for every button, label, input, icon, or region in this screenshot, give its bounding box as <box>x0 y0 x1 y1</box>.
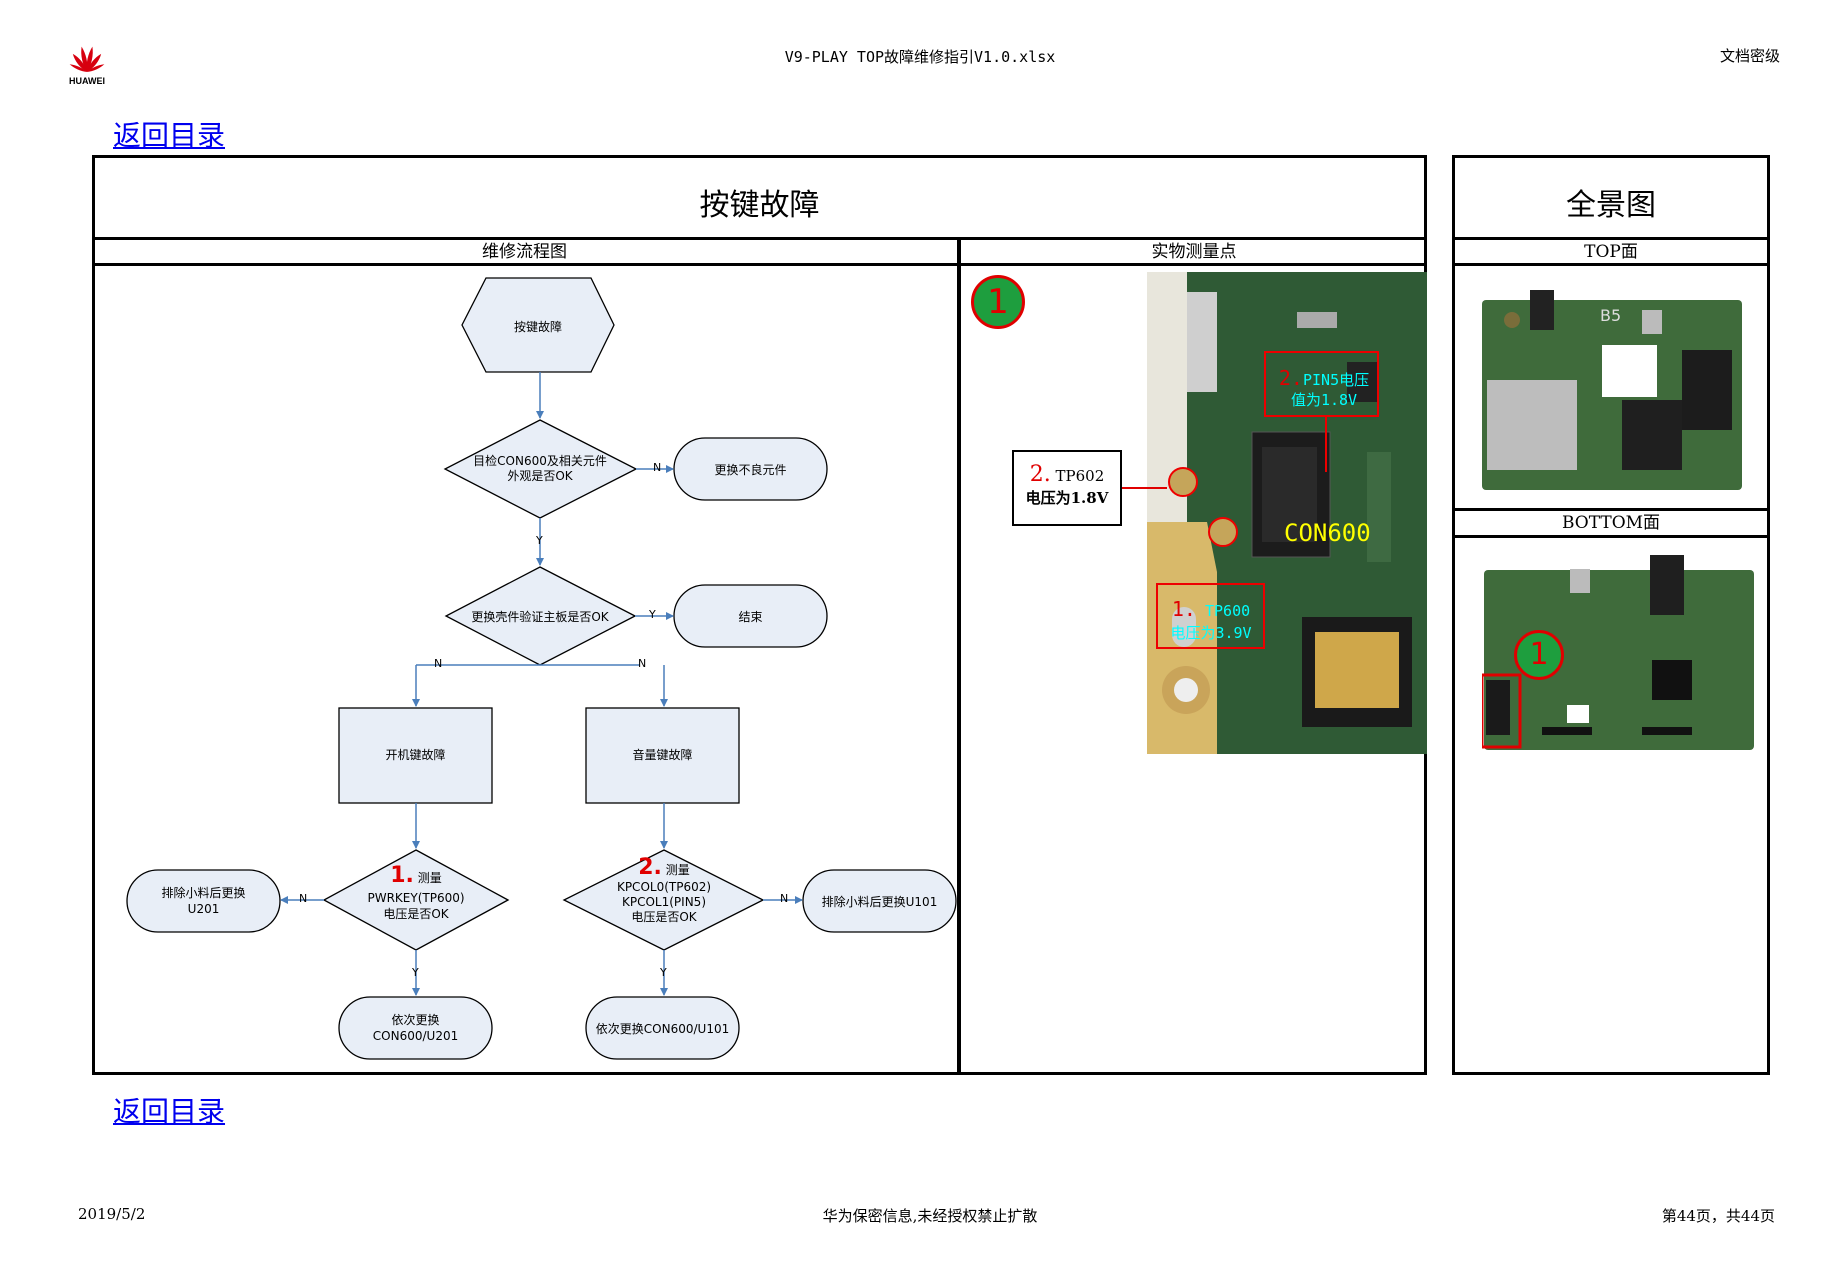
classification: 文档密级 <box>1719 47 1780 65</box>
huawei-logo-icon <box>69 46 105 72</box>
remove1-label: 排除小料后更换 U201 <box>127 885 280 917</box>
remove2-label: 排除小料后更换U101 <box>821 895 938 909</box>
pin5-line1: 2.PIN5电压 <box>1268 368 1380 390</box>
pin5-text: PIN5电压 <box>1302 371 1370 389</box>
tp602-line2: 电压为1.8V <box>1025 489 1109 507</box>
measure2-n-label: N <box>780 892 789 905</box>
power-key-label: 开机键故障 <box>385 748 446 762</box>
replace2-label: 依次更换CON600/U101 <box>595 1022 730 1036</box>
replace1-line1: 依次更换 <box>391 1013 440 1027</box>
check1-label: 目检CON600及相关元件 外观是否OK <box>455 454 625 484</box>
measure2-number: 2. <box>638 855 662 880</box>
check1-n-label: N <box>653 461 662 474</box>
overview-title-divider <box>1452 237 1770 240</box>
measure1-y-label: Y <box>412 966 419 979</box>
main-column-divider <box>957 237 961 1075</box>
pcb-photo <box>1147 272 1427 754</box>
pin5-line2: 值为1.8V <box>1290 391 1358 409</box>
replace1-line2: CON600/U201 <box>372 1029 459 1043</box>
replace-bad-label: 更换不良元件 <box>714 463 787 477</box>
check1-line2: 外观是否OK <box>507 469 573 483</box>
overview-marker-1: 1 <box>1514 630 1564 680</box>
huawei-logo: HUAWEI <box>62 42 112 88</box>
tp600-callout: 1. TP600 电压为3.9V <box>1158 598 1264 644</box>
measure2-line1: 2. 测量 <box>594 857 734 879</box>
pin5-callout: 2.PIN5电压 值为1.8V <box>1268 368 1380 410</box>
file-name: V9-PLAY TOP故障维修指引V1.0.xlsx <box>784 48 1056 66</box>
photo-header: 实物测量点 <box>1151 242 1237 262</box>
power-key-node <box>338 707 493 804</box>
measure2-label: 2. 测量 KPCOL0(TP602) KPCOL1(PIN5) 电压是否OK <box>594 857 734 925</box>
logo-text: HUAWEI <box>69 76 105 86</box>
overview-panel <box>1452 155 1770 1075</box>
tp600-number: 1. <box>1171 597 1196 621</box>
flowchart <box>126 277 957 1060</box>
branch-n-label-left: N <box>434 657 443 670</box>
check1-line1: 目检CON600及相关元件 <box>473 454 607 468</box>
tp600-line1: 1. TP600 <box>1158 598 1264 622</box>
measure1-text-measure: 测量 <box>417 871 442 885</box>
replace2-node <box>585 996 740 1060</box>
measure1-line1: 1. 测量 <box>350 865 482 887</box>
tp602-leader-line <box>1122 487 1167 489</box>
measure1-label: 1. 测量 PWRKEY(TP600) 电压是否OK <box>350 865 482 922</box>
connector-label: CON600 <box>1284 519 1371 547</box>
overview-mid-divider-2 <box>1452 535 1770 538</box>
overview-subheader-divider <box>1452 263 1770 266</box>
main-subheader-divider <box>92 263 1427 266</box>
check1-y-label: Y <box>536 534 543 547</box>
end-node <box>673 584 828 648</box>
check2-y-label: Y <box>649 608 656 621</box>
measure1-line3: 电压是否OK <box>383 907 449 921</box>
pin5-number: 2. <box>1278 366 1303 390</box>
tp600-line2: 电压为3.9V <box>1170 624 1252 642</box>
tp602-number: 2. <box>1029 462 1051 487</box>
measure2-y-label: Y <box>660 966 667 979</box>
footer-page: 第44页，共44页 <box>1661 1207 1775 1225</box>
measure1-n-label: N <box>299 892 308 905</box>
page-title: 按键故障 <box>699 188 820 223</box>
branch-n-label-right: N <box>638 657 647 670</box>
end-label: 结束 <box>738 610 763 624</box>
start-node-label: 按键故障 <box>513 320 562 334</box>
check2-label: 更换壳件验证主板是否OK <box>471 610 609 624</box>
top-board-image <box>1482 290 1742 490</box>
bottom-side-label: BOTTOM面 <box>1561 513 1661 533</box>
measure1-number: 1. <box>390 863 414 888</box>
measure2-line4: 电压是否OK <box>631 910 697 924</box>
remove1-line1: 排除小料后更换 <box>161 886 246 900</box>
measure2-text-measure: 测量 <box>665 863 690 877</box>
main-title-divider <box>92 237 1427 240</box>
footer-date: 2019/5/2 <box>78 1205 146 1223</box>
replace1-label: 依次更换 CON600/U201 <box>339 1012 492 1044</box>
remove1-line2: U201 <box>187 902 220 916</box>
tp602-callout: 2. TP602 电压为1.8V <box>1012 450 1122 526</box>
volume-key-node <box>585 707 740 804</box>
footer-confidential: 华为保密信息,未经授权禁止扩散 <box>822 1207 1038 1225</box>
board-silk-text: B5 <box>1600 306 1622 325</box>
measure2-line2: KPCOL0(TP602) <box>616 880 712 894</box>
top-side-label: TOP面 <box>1584 242 1638 262</box>
photo-marker-1: 1 <box>971 275 1025 329</box>
measure2-line3: KPCOL1(PIN5) <box>622 895 706 909</box>
flowchart-header: 维修流程图 <box>482 242 567 262</box>
replace1-node <box>338 996 493 1060</box>
measure1-line2: PWRKEY(TP600) <box>367 891 465 905</box>
remove2-node <box>802 869 957 933</box>
bottom-board-image <box>1482 555 1762 755</box>
volume-key-label: 音量键故障 <box>632 748 693 762</box>
tp602-line1: 2. TP602 <box>1014 464 1120 487</box>
start-node <box>461 277 615 373</box>
back-to-toc-link-top[interactable]: 返回目录 <box>113 119 226 152</box>
tp600-text: TP600 <box>1204 602 1251 620</box>
overview-title: 全景图 <box>1566 188 1656 223</box>
replace-bad-node <box>673 437 828 501</box>
tp602-text: TP602 <box>1055 467 1105 485</box>
back-to-toc-link-bottom[interactable]: 返回目录 <box>113 1095 226 1128</box>
overview-mid-divider-1 <box>1452 508 1770 511</box>
